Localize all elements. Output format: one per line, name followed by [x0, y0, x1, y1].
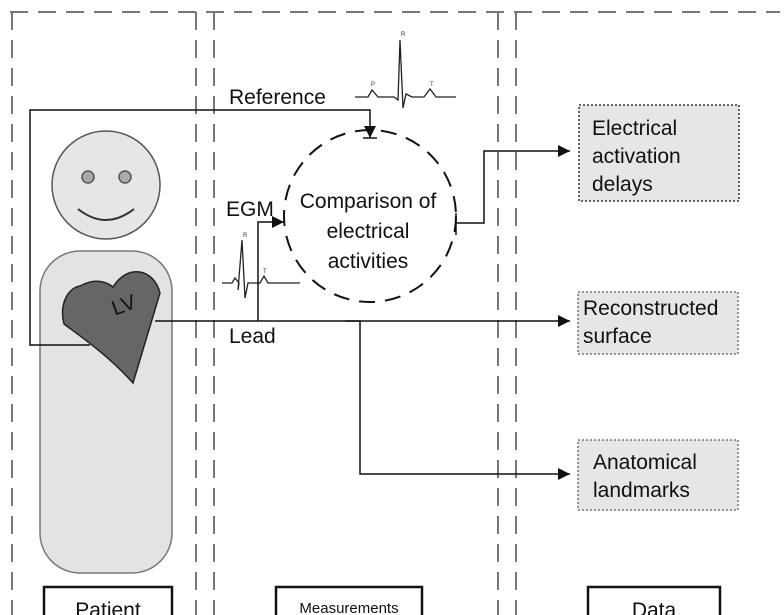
- reference-ecg-t: T: [430, 82, 434, 88]
- reference-line: [29, 109, 371, 346]
- comparison-circle: [283, 129, 457, 303]
- measurements-label: Measurements: [299, 600, 398, 615]
- reference-ecg-trace: [355, 39, 456, 109]
- activation-line-1: Electrical: [592, 117, 677, 140]
- data-label-box: [586, 585, 722, 615]
- activation-line-3: delays: [592, 173, 653, 196]
- column-label-data: Data: [586, 585, 722, 615]
- activation-arrow: [456, 145, 570, 224]
- measurements-label-box: [274, 585, 424, 615]
- comparison-line-3: activities: [328, 250, 409, 273]
- egm-label: EGM: [226, 198, 274, 221]
- egm-ecg-r: R: [243, 233, 248, 239]
- surface-line-2: surface: [583, 325, 652, 348]
- patient-figure: LV: [39, 130, 173, 574]
- output-activation-delays: Electrical activation delays: [578, 104, 740, 202]
- activation-path: [455, 145, 570, 235]
- reference-ecg-p: P: [371, 82, 375, 88]
- patient-label: Patient: [75, 599, 141, 615]
- patient-face: [51, 130, 161, 240]
- landmarks-line-2: landmarks: [593, 479, 690, 502]
- egm-ecg-t: T: [263, 269, 267, 275]
- activation-box: [578, 104, 740, 202]
- egm-ecg: R T: [222, 233, 300, 299]
- left-eye: [81, 170, 95, 184]
- smile: [77, 208, 135, 221]
- surface-line-1: Reconstructed: [583, 297, 718, 320]
- lead-label: Lead: [229, 325, 276, 348]
- reference-label: Reference: [229, 86, 326, 109]
- reference-ecg: R P T: [355, 32, 456, 109]
- column-label-measurements: Measurements: [274, 585, 424, 615]
- landmarks-arrow: [345, 320, 570, 480]
- heart-lv: [61, 270, 161, 385]
- surface-box: [577, 291, 739, 355]
- output-reconstructed-surface: Reconstructed surface: [577, 291, 739, 355]
- reference-ecg-r: R: [401, 32, 406, 38]
- landmarks-line-1: Anatomical: [593, 451, 697, 474]
- landmarks-box: [577, 439, 739, 511]
- comparison-line-2: electrical: [327, 220, 410, 243]
- data-label: Data: [632, 599, 677, 615]
- right-eye: [118, 170, 132, 184]
- comparison-line-1: Comparison of: [300, 190, 437, 213]
- egm-ecg-trace: [222, 239, 300, 299]
- column-frame: [10, 11, 780, 615]
- egm-arrow: [257, 216, 284, 321]
- column-label-patient: Patient: [42, 585, 174, 615]
- lead-path: [155, 216, 570, 480]
- output-anatomical-landmarks: Anatomical landmarks: [577, 439, 739, 511]
- activation-line-2: activation: [592, 145, 681, 168]
- comparison-node: Comparison of electrical activities: [283, 129, 457, 303]
- patient-label-box: [42, 585, 174, 615]
